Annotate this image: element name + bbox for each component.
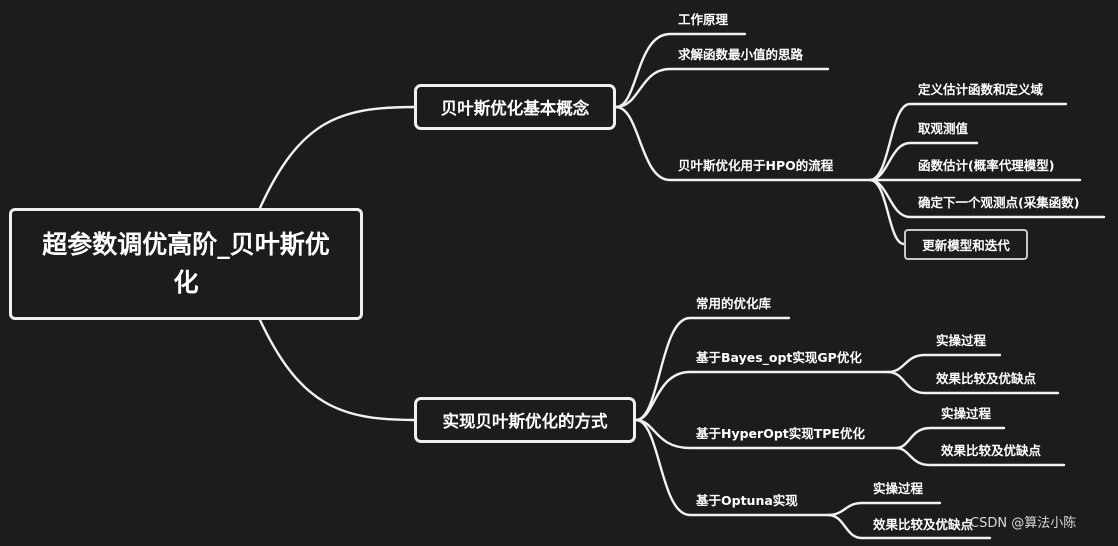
topic-working-principle[interactable]: 工作原理	[678, 12, 729, 27]
topic-optuna[interactable]: 基于Optuna实现	[696, 493, 798, 508]
edge-b1-c1	[614, 32, 747, 109]
branch-node-label: 实现贝叶斯优化的方式	[442, 412, 608, 431]
topic-hpo-flow[interactable]: 贝叶斯优化用于HPO的流程	[678, 158, 834, 173]
subtopic-function-estimate[interactable]: 函数估计(概率代理模型)	[918, 158, 1055, 173]
edge-c3-g2	[868, 141, 979, 182]
topic-bayes-opt[interactable]: 基于Bayes_opt实现GP优化	[696, 350, 862, 365]
subtopic-bayes-comparison[interactable]: 效果比较及优缺点	[936, 371, 1037, 386]
subtopic-label: 更新模型和迭代	[922, 238, 1010, 253]
edge-b2-d4	[634, 418, 830, 517]
branch-node-label: 贝叶斯优化基本概念	[440, 99, 590, 118]
branch-node-basic-concepts[interactable]: 贝叶斯优化基本概念	[414, 84, 616, 130]
edge-c3-g1	[868, 102, 1068, 182]
subtopic-optuna-comparison[interactable]: 效果比较及优缺点	[873, 517, 974, 532]
subtopic-update-model-selected[interactable]: 更新模型和迭代	[904, 229, 1028, 260]
edge-b1-c2	[614, 67, 830, 109]
subtopic-optuna-practice[interactable]: 实操过程	[873, 481, 924, 496]
edge-b1-c3	[614, 105, 872, 182]
subtopic-define-function[interactable]: 定义估计函数和定义域	[918, 82, 1044, 97]
edge-d2-e2	[886, 370, 1060, 395]
root-node[interactable]: 超参数调优高阶_贝叶斯优化	[9, 208, 363, 320]
edge-d2-e1	[886, 353, 1002, 374]
edge-c3-g5	[868, 178, 906, 246]
subtopic-hyperopt-practice[interactable]: 实操过程	[941, 406, 992, 421]
edge-b2-d2	[634, 370, 890, 422]
topic-minimization-idea[interactable]: 求解函数最小值的思路	[678, 47, 804, 62]
edge-root-branch2	[258, 318, 416, 422]
subtopic-next-point[interactable]: 确定下一个观测点(采集函数)	[918, 195, 1080, 210]
subtopic-hyperopt-comparison[interactable]: 效果比较及优缺点	[941, 443, 1042, 458]
edge-d4-e1	[826, 501, 942, 517]
edge-d3-e2	[894, 446, 1066, 467]
subtopic-bayes-practice[interactable]: 实操过程	[936, 333, 987, 348]
edge-b2-d1	[634, 316, 791, 422]
topic-hyperopt[interactable]: 基于HyperOpt实现TPE优化	[696, 426, 865, 441]
subtopic-take-observations[interactable]: 取观测值	[918, 121, 969, 136]
edge-root-branch1	[258, 105, 416, 210]
root-node-label: 超参数调优高阶_贝叶斯优化	[42, 230, 330, 297]
topic-common-libraries[interactable]: 常用的优化库	[696, 296, 772, 311]
edge-d4-e2	[826, 513, 992, 540]
branch-node-implementation[interactable]: 实现贝叶斯优化的方式	[414, 397, 636, 443]
watermark-text: CSDN @算法小陈	[970, 516, 1077, 531]
